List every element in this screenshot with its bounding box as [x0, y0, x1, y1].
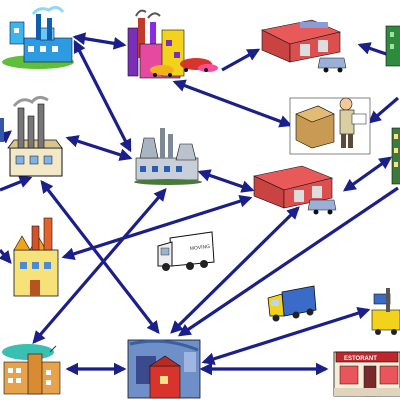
arrow-factory-top-center-to-box-worker — [172, 79, 293, 128]
arrow-factory-mid-left-to-power-plant — [65, 135, 133, 161]
city-buildings-icon — [2, 344, 61, 395]
building-icon — [391, 127, 400, 185]
arrow-factory-mid-left-to-distribution-center — [40, 179, 160, 335]
arrow-right-edge-to-box-worker — [368, 96, 400, 124]
power-plant-cooling-towers-icon — [134, 128, 202, 185]
arrow-factory-top-center-to-warehouse-top-right — [221, 48, 261, 72]
arrow-distribution-center-to-forklift — [201, 306, 371, 366]
arrow-warehouse-center-to-building-right — [342, 156, 393, 192]
warehouse-loading-dock-icon — [261, 19, 347, 73]
worker-with-boxes-icon — [289, 97, 371, 155]
warehouse-loading-dock-icon — [253, 165, 337, 215]
retail-store-icon: ESTORANT — [333, 351, 400, 397]
arrow-factory-top-left-to-factory-top-center — [72, 32, 127, 50]
colorful-factory-with-cars-icon — [127, 9, 218, 79]
blue-truck-icon — [267, 285, 317, 322]
green-building-icon — [385, 25, 400, 67]
arrow-left-edge-to-factory-mid-left — [0, 175, 33, 192]
store-sign-text: ESTORANT — [344, 356, 377, 362]
forklift-icon — [371, 288, 400, 335]
arrow-factory-top-left-to-power-plant — [73, 39, 132, 153]
smokestack-factory-icon — [0, 95, 63, 177]
arrow-warehouse-center-to-distribution-center — [170, 206, 300, 334]
delivery-truck-icon: MOVING — [157, 231, 215, 271]
connection-arrows — [0, 32, 400, 376]
arrow-power-plant-to-warehouse-center — [197, 169, 255, 193]
yellow-factory-icon — [13, 217, 59, 297]
arrow-power-plant-to-city — [32, 188, 167, 344]
arrow-left-edge-to-factory-left — [0, 248, 12, 264]
blue-factory-icon — [2, 5, 74, 69]
svg-text:MOVING: MOVING — [190, 244, 211, 252]
distribution-center-icon — [127, 339, 201, 399]
